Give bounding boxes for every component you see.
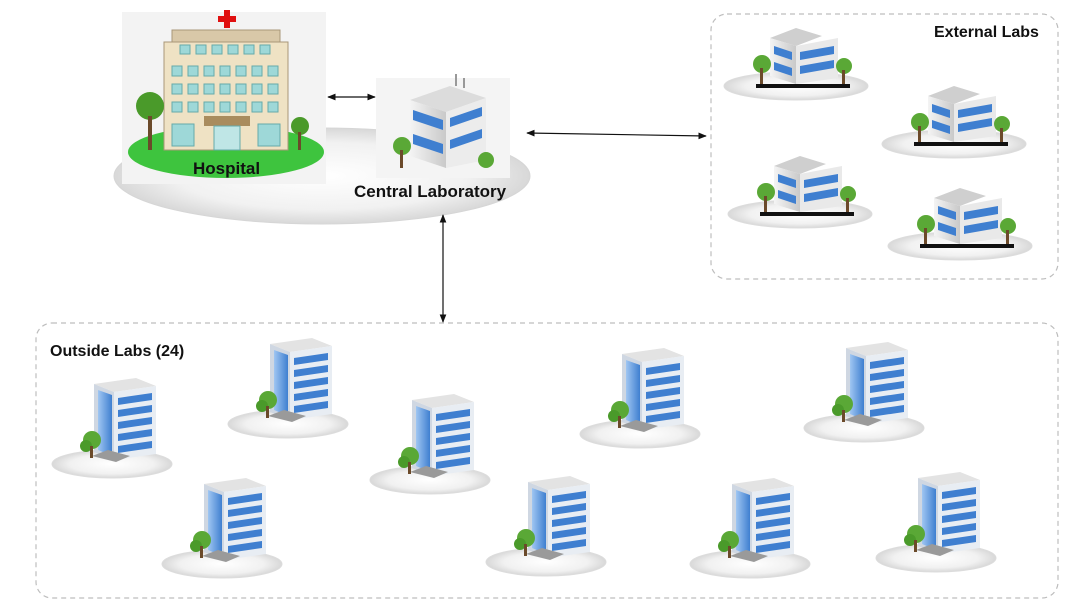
- outside-lab-tower-icon: [227, 337, 349, 439]
- hospital-label: Hospital: [193, 159, 261, 178]
- external-lab-building-icon: [881, 85, 1027, 159]
- central-lab-label: Central Laboratory: [354, 182, 507, 201]
- outside-lab-tower-icon: [579, 347, 701, 449]
- outside-labs-group: [35, 322, 1059, 599]
- arrow-central-external: [526, 129, 707, 140]
- central-lab-building-icon: [376, 74, 510, 178]
- outside-labs-label: Outside Labs (24): [50, 343, 185, 360]
- outside-lab-tower-icon: [689, 477, 811, 579]
- external-lab-building-icon: [887, 187, 1033, 261]
- external-lab-building-icon: [723, 27, 869, 101]
- outside-lab-tower-icon: [485, 475, 607, 577]
- external-lab-building-icon: [727, 155, 873, 229]
- outside-lab-tower-icon: [875, 471, 997, 573]
- outside-lab-tower-icon: [51, 377, 173, 479]
- outside-lab-tower-icon: [161, 477, 283, 579]
- hospital-building-icon: [122, 10, 326, 184]
- external-labs-label: External Labs: [934, 24, 1039, 41]
- outside-lab-tower-icon: [803, 341, 925, 443]
- external-labs-group: [710, 13, 1059, 280]
- outside-lab-tower-icon: [369, 393, 491, 495]
